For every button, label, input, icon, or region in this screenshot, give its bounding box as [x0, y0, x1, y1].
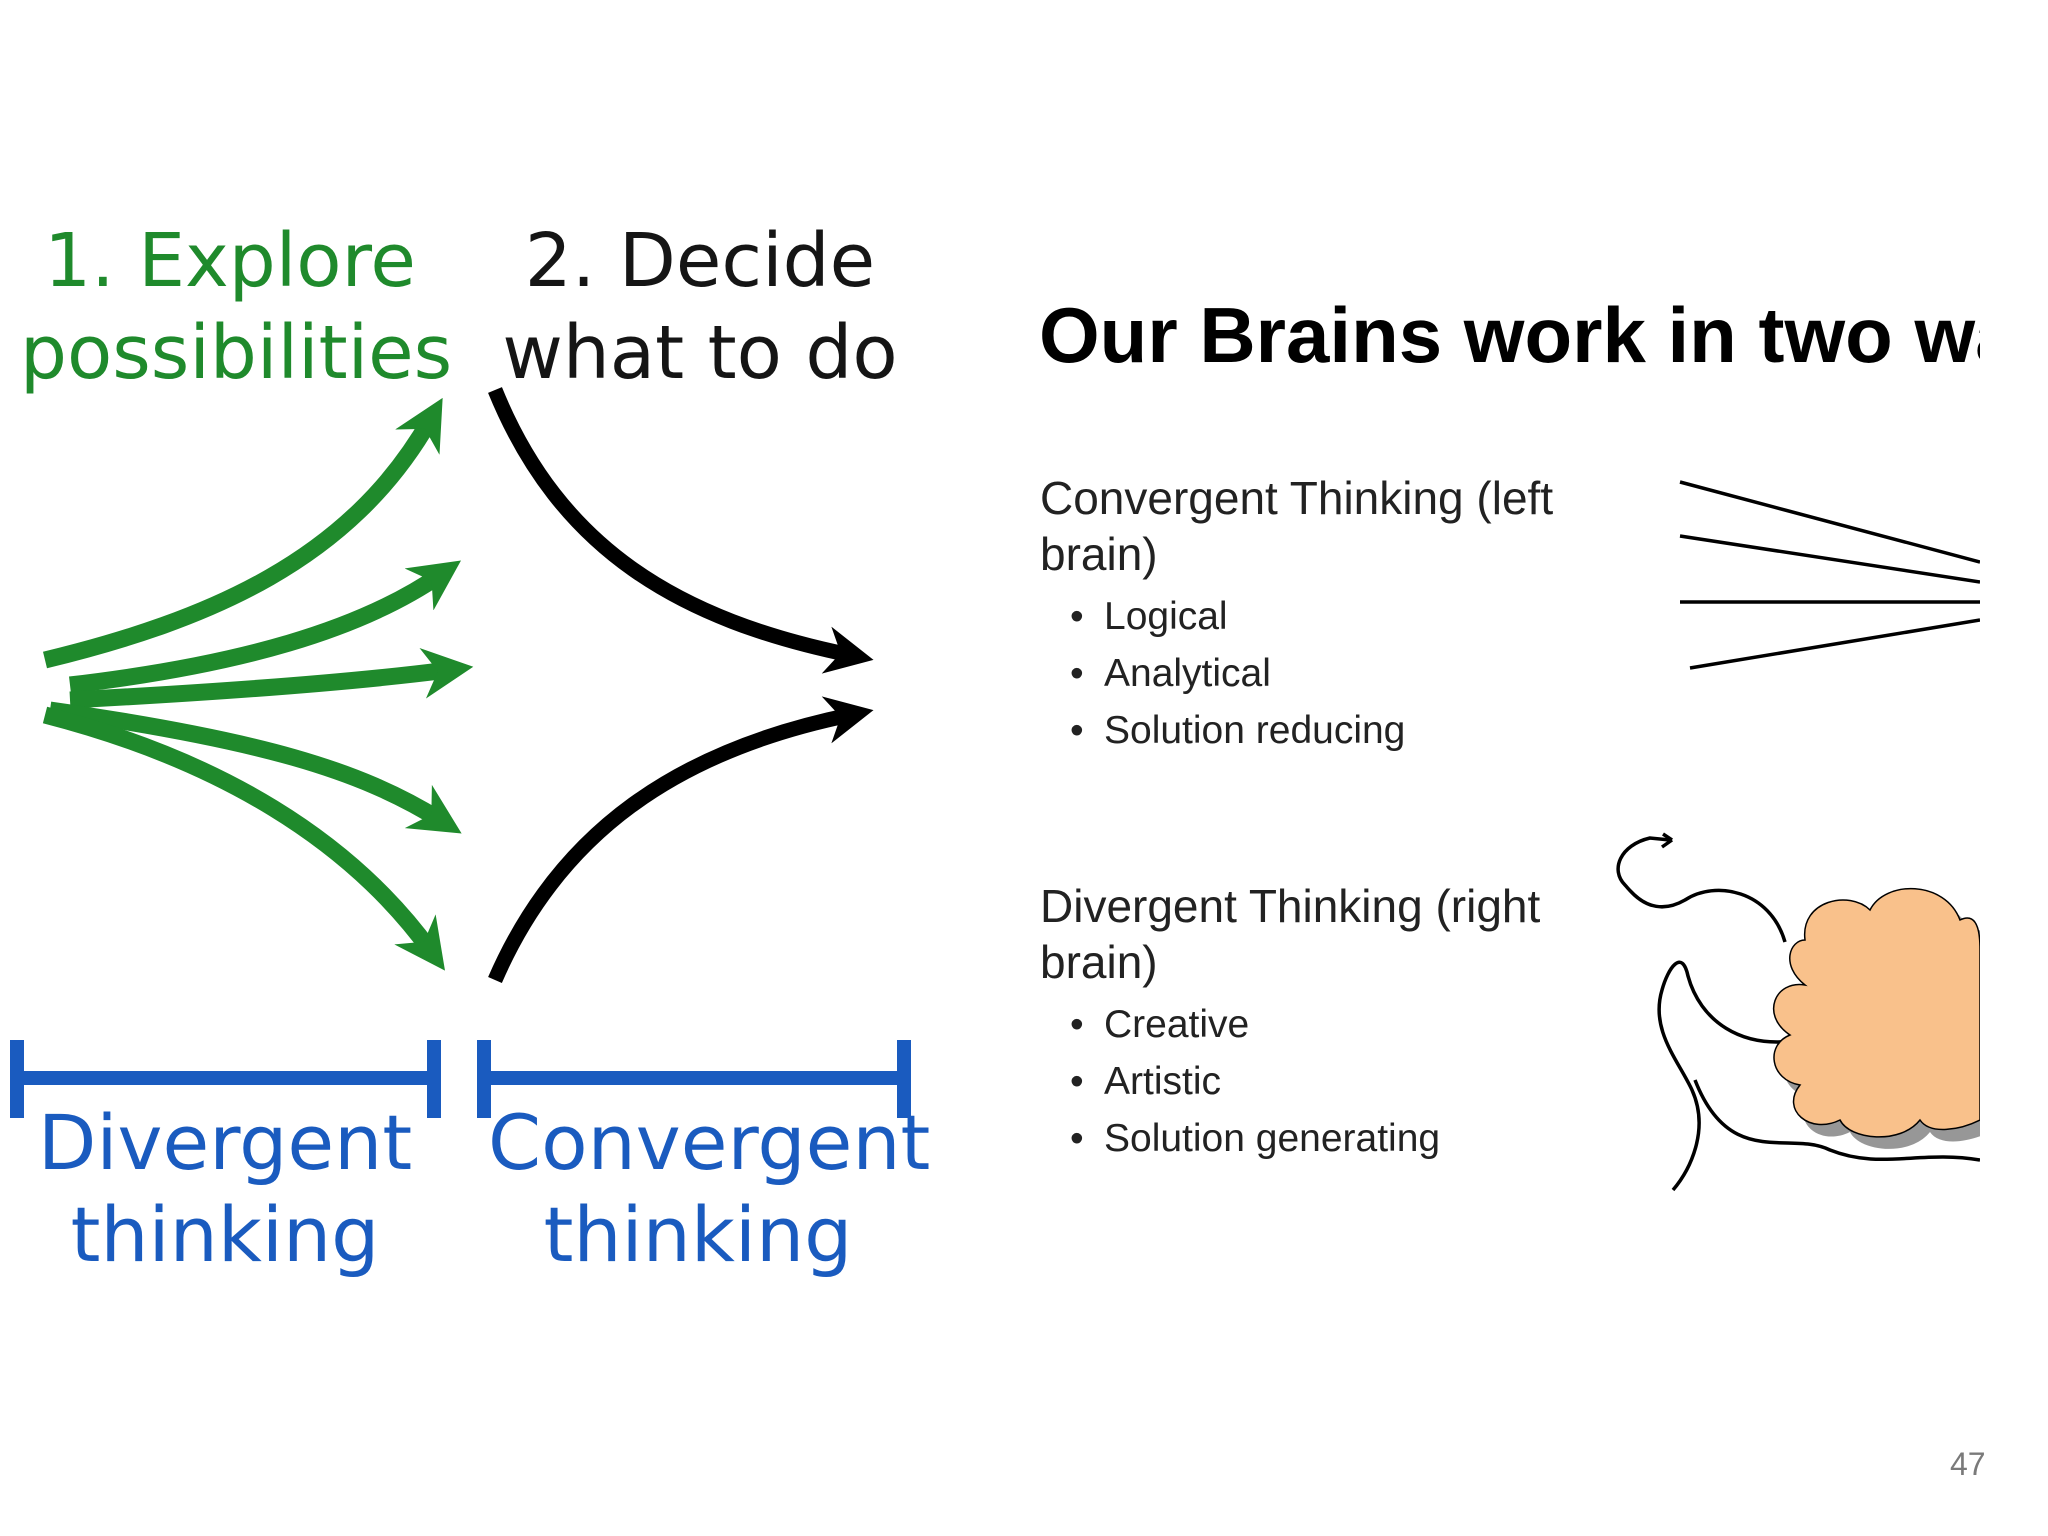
divergent-thinking-label: Divergent thinking — [15, 1097, 435, 1281]
divergent-heading-line1: Divergent Thinking (right — [1040, 880, 1541, 932]
divergent-thinking-line1: Divergent — [37, 1098, 413, 1187]
explore-label-line1: 1. Explore — [44, 218, 416, 304]
divergent-heading-line2: brain) — [1040, 936, 1158, 988]
decide-label: 2. Decide what to do — [490, 215, 910, 399]
convergent-bracket — [477, 1040, 911, 1118]
divergent-thinking-line2: thinking — [70, 1190, 380, 1279]
black-arrow-top — [488, 387, 874, 674]
list-item: Solution reducing — [1070, 702, 1600, 759]
divergent-bracket — [10, 1040, 441, 1118]
green-arrow-1 — [42, 397, 443, 669]
convergent-heading: Convergent Thinking (left brain) — [1040, 470, 1600, 582]
green-arrow-2 — [69, 560, 462, 694]
convergent-heading-line2: brain) — [1040, 528, 1158, 580]
convergent-thinking-line1: Convergent — [488, 1098, 931, 1187]
list-item: Solution generating — [1070, 1110, 1600, 1167]
list-item: Artistic — [1070, 1053, 1600, 1110]
green-arrow-5 — [42, 706, 446, 971]
green-arrow-3 — [69, 647, 474, 709]
decide-label-line1: 2. Decide — [524, 218, 876, 304]
explore-label-line2: possibilities — [20, 310, 453, 396]
embedded-slide: Our Brains work in two way Convergent Th… — [1020, 230, 1980, 1230]
convergent-heading-line1: Convergent Thinking (left — [1040, 472, 1554, 524]
explore-label: 1. Explore possibilities — [20, 215, 453, 399]
convergent-section: Convergent Thinking (left brain) Logical… — [1040, 470, 1600, 759]
black-arrow-bottom — [488, 696, 874, 983]
page-number: 47 — [1950, 1446, 1986, 1482]
convergent-bullet-list: Logical Analytical Solution reducing — [1070, 588, 1600, 759]
divergent-convergent-diagram — [10, 387, 911, 1118]
divergent-bullet-list: Creative Artistic Solution generating — [1070, 996, 1600, 1167]
divergent-heading: Divergent Thinking (right brain) — [1040, 878, 1600, 990]
decide-label-line2: what to do — [502, 310, 898, 396]
divergent-section: Divergent Thinking (right brain) Creativ… — [1040, 878, 1600, 1167]
converging-lines-icon — [1679, 480, 1980, 670]
list-item: Analytical — [1070, 645, 1600, 702]
list-item: Logical — [1070, 588, 1600, 645]
convergent-thinking-line2: thinking — [543, 1190, 853, 1279]
convergent-thinking-label: Convergent thinking — [488, 1097, 931, 1281]
creative-cloud-icon — [1616, 832, 1980, 1192]
green-arrow-4 — [48, 701, 462, 834]
slide-title: Our Brains work in two way — [1039, 291, 1980, 379]
list-item: Creative — [1070, 996, 1600, 1053]
